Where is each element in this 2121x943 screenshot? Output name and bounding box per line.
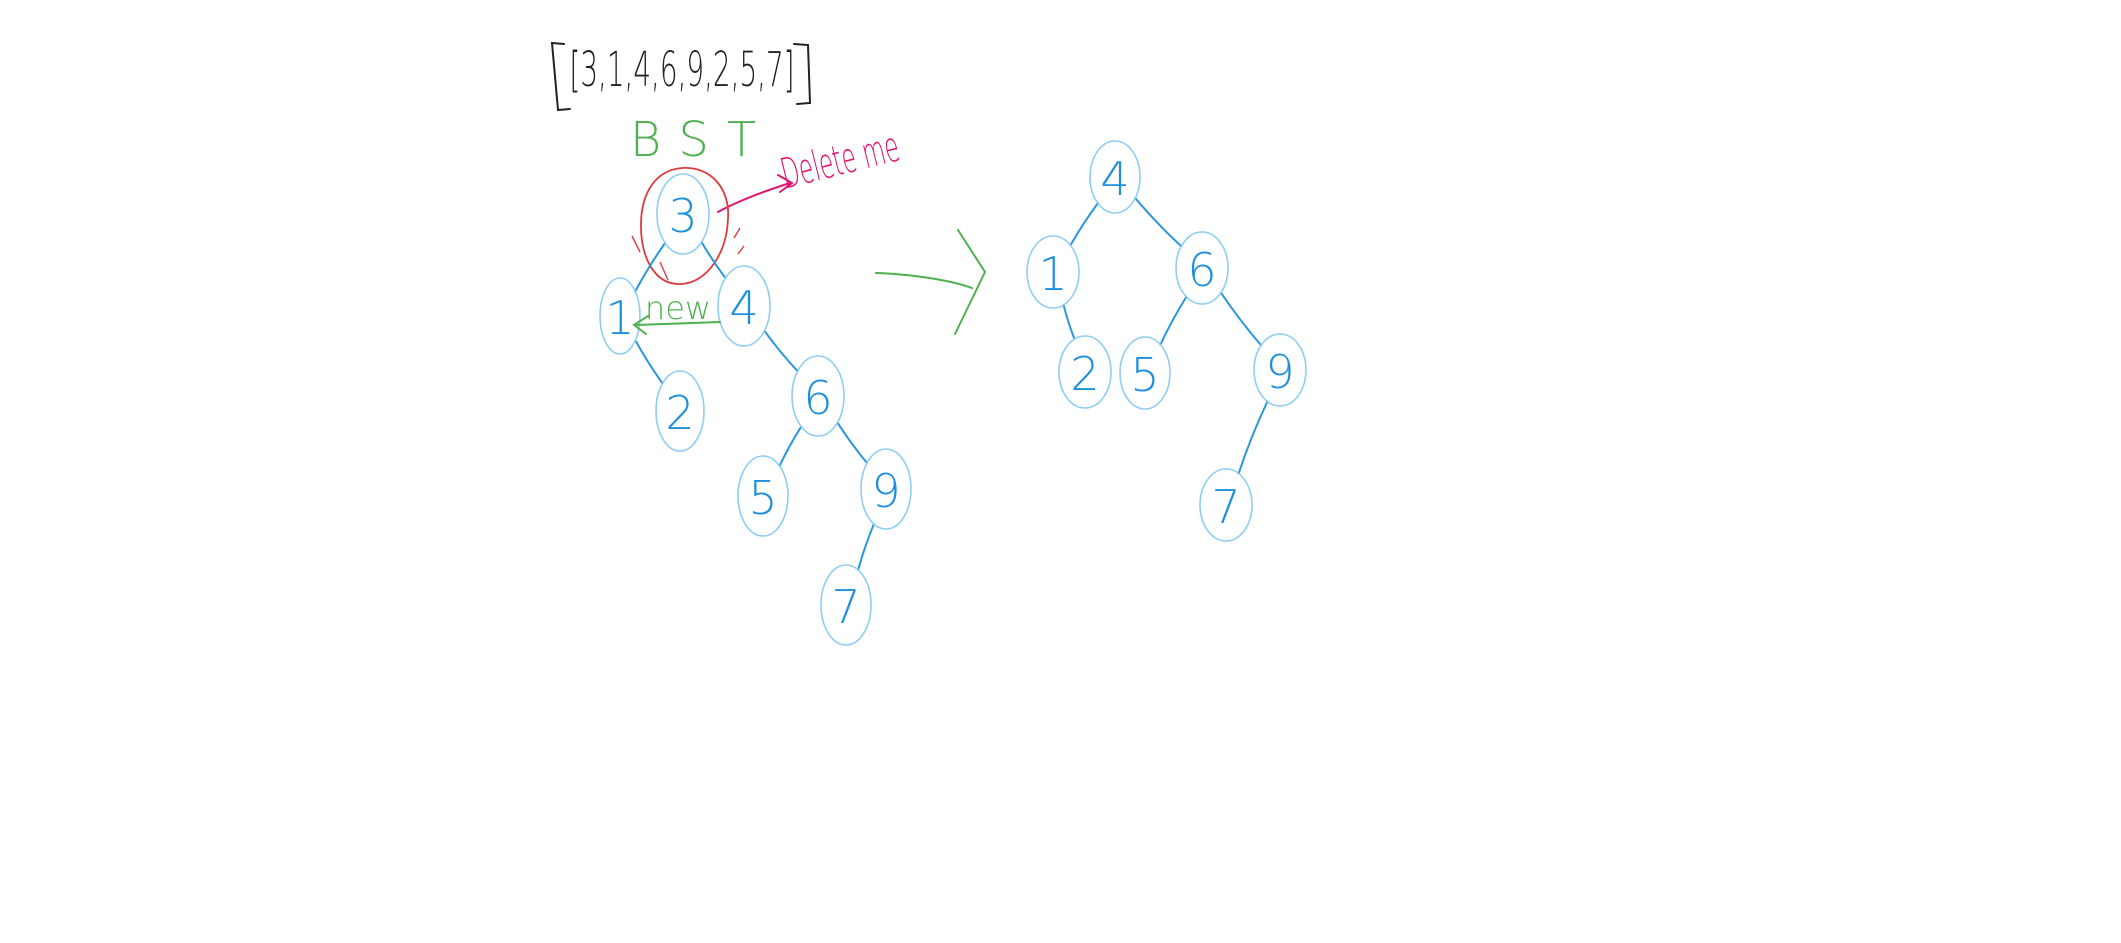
before-tree: 31 42 65 9 7 <box>599 173 912 646</box>
after-edge-6-5 <box>1159 295 1188 346</box>
after-node-6: 6 <box>1175 231 1229 305</box>
delete-arrow <box>717 174 794 213</box>
after-edge-1-2 <box>1062 303 1076 341</box>
before-node-4-circle <box>717 265 771 347</box>
before-node-3: 3 <box>656 173 710 255</box>
delete-label: Delete me <box>776 122 904 199</box>
delete-tick-right <box>733 227 745 255</box>
after-node-5-circle <box>1119 336 1171 410</box>
before-edge-9-7 <box>857 523 875 571</box>
before-node-1-circle <box>599 277 641 355</box>
left-bracket <box>550 41 571 112</box>
after-node-1: 1 <box>1026 235 1080 309</box>
before-node-4-label: 4 <box>729 281 758 335</box>
array-label: [3,1,4,6,9,2,5,7] <box>570 42 795 98</box>
before-node-2: 2 <box>655 370 705 452</box>
before-edge-6-9 <box>836 421 868 465</box>
before-node-9-label: 9 <box>871 464 900 518</box>
new-label: new <box>645 289 711 327</box>
before-node-1-label: 1 <box>605 291 634 345</box>
before-node-6-circle <box>791 355 845 437</box>
before-node-5-circle <box>737 455 789 537</box>
after-edge-9-7 <box>1237 400 1269 475</box>
before-node-6: 6 <box>791 355 845 437</box>
after-node-9: 9 <box>1253 333 1307 407</box>
delete-tick-left <box>631 235 669 281</box>
before-node-5: 5 <box>737 455 789 537</box>
after-node-1-circle <box>1026 235 1080 309</box>
before-node-5-label: 5 <box>748 471 777 525</box>
before-edge-1-2 <box>634 339 664 385</box>
after-edge-4-1 <box>1069 202 1099 247</box>
before-node-4: 4 <box>717 265 771 347</box>
after-node-6-label: 6 <box>1187 243 1216 297</box>
after-node-5-label: 5 <box>1130 348 1159 402</box>
after-node-9-circle <box>1253 333 1307 407</box>
array-label-group: [3,1,4,6,9,2,5,7] <box>550 41 812 112</box>
after-node-2-label: 2 <box>1070 347 1099 401</box>
after-node-4-circle <box>1089 140 1141 214</box>
before-node-2-circle <box>655 370 705 452</box>
before-node-9-circle <box>860 448 912 530</box>
after-node-4-label: 4 <box>1100 152 1129 206</box>
after-node-7-circle <box>1199 468 1253 542</box>
before-node-9: 9 <box>860 448 912 530</box>
before-node-3-circle <box>656 173 710 255</box>
after-node-4: 4 <box>1089 140 1141 214</box>
after-node-5: 5 <box>1119 336 1171 410</box>
before-node-7-label: 7 <box>831 580 860 634</box>
after-node-2: 2 <box>1058 335 1112 409</box>
before-edge-3-4 <box>700 241 727 279</box>
new-arrow <box>632 315 721 335</box>
after-edge-4-6 <box>1134 197 1183 248</box>
before-node-1: 1 <box>599 277 641 355</box>
after-node-2-circle <box>1058 335 1112 409</box>
after-node-9-label: 9 <box>1265 345 1294 399</box>
before-node-6-label: 6 <box>803 371 832 425</box>
before-edge-6-5 <box>778 425 803 467</box>
after-edge-6-9 <box>1219 291 1263 347</box>
transform-arrow <box>875 229 987 335</box>
after-node-6-circle <box>1175 231 1229 305</box>
before-node-7-circle <box>820 564 872 646</box>
delete-highlight-circle <box>640 167 729 285</box>
after-node-7-label: 7 <box>1211 480 1240 534</box>
bst-label: BST <box>630 112 774 168</box>
right-bracket <box>793 43 812 105</box>
before-node-2-label: 2 <box>665 386 694 440</box>
after-node-7: 7 <box>1199 468 1253 542</box>
before-edge-3-1 <box>634 241 667 293</box>
new-annotation: new <box>632 289 721 335</box>
before-edge-4-6 <box>763 329 799 373</box>
before-node-7: 7 <box>820 564 872 646</box>
before-node-3-label: 3 <box>668 189 697 243</box>
after-node-1-label: 1 <box>1038 247 1067 301</box>
